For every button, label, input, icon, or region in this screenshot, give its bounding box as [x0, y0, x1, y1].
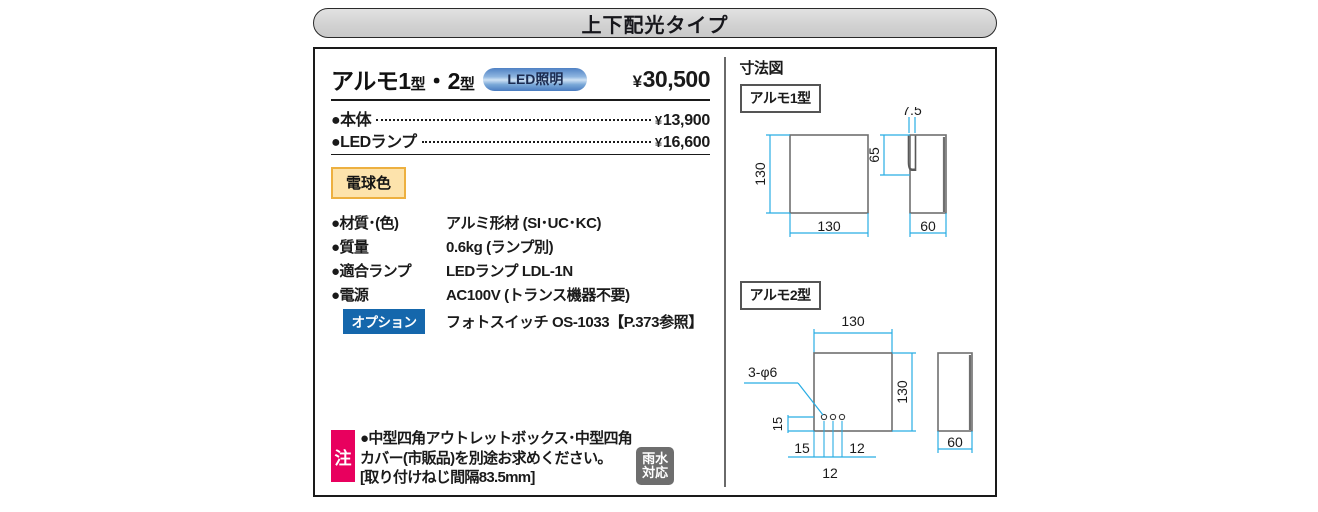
model2-dim-12-bottom: 12	[822, 465, 838, 481]
note-line-3: [取り付けねじ間隔83.5mm]	[360, 468, 535, 486]
price-row-lamp: ●LEDランプ ¥16,600	[331, 128, 710, 152]
led-lighting-badge: LED照明	[483, 67, 588, 91]
model2-left-offset-label: 15	[770, 417, 785, 431]
drawing-model-1: 130 130 7.5 65	[732, 107, 982, 277]
dimension-drawing-panel: 寸法図 アルモ1型 130 130	[726, 49, 996, 495]
spec-value: AC100V (トランス機器不要)	[446, 287, 630, 304]
product-title: アルモ1型・2型	[331, 62, 475, 96]
leader-dots	[376, 119, 651, 121]
spec-row: ●材質･(色) アルミ形材 (SI･UC･KC)	[331, 212, 710, 233]
spec-value: アルミ形材 (SI･UC･KC)	[446, 215, 602, 232]
model2-front-view-outline	[812, 352, 893, 432]
section-header-banner: 上下配光タイプ	[313, 8, 997, 38]
model2-hole	[820, 413, 827, 421]
product-title-row: アルモ1型・2型 LED照明 ¥30,500	[331, 62, 711, 96]
product-title-part2: ・2	[425, 68, 460, 94]
product-price: ¥30,500	[632, 65, 711, 93]
specification-panel: アルモ1型・2型 LED照明 ¥30,500 ●本体 ¥13,900 ●LEDラ…	[315, 49, 724, 495]
model2-side-view-outline	[936, 352, 973, 432]
note-badge: 注	[331, 430, 355, 483]
led-lighting-badge-label: LED照明	[507, 71, 564, 87]
rainwater-resistant-badge: 雨水 対応	[636, 447, 675, 485]
spec-row: ●適合ランプ LEDランプ LDL-1N	[331, 260, 710, 281]
price-row-lamp-amount: 16,600	[662, 134, 710, 151]
model2-height-label: 130	[894, 380, 910, 404]
note-line-1: ●中型四角アウトレットボックス･中型四角	[360, 430, 633, 448]
model2-hole	[838, 413, 845, 421]
spec-key: ●適合ランプ	[331, 263, 412, 280]
note-line-2: カバー(市販品)を別途お求めください。	[360, 449, 612, 467]
spec-key: ●電源	[331, 287, 369, 304]
option-badge: オプション	[343, 309, 425, 334]
spec-value: LEDランプ LDL-1N	[446, 263, 573, 280]
panel-divider	[724, 57, 726, 487]
lamp-color-badge: 電球色	[331, 167, 407, 199]
rainwater-badge-line-1: 雨水	[642, 451, 669, 467]
leader-dots	[421, 141, 651, 143]
spec-list: ●材質･(色) アルミ形材 (SI･UC･KC) ●質量 0.6kg (ランプ別…	[331, 212, 710, 334]
price-row-body-symbol: ¥	[654, 113, 662, 128]
model2-dim-12-right: 12	[849, 440, 865, 456]
section-header-title: 上下配光タイプ	[581, 14, 729, 37]
model2-width-label: 130	[841, 313, 865, 329]
note-block: 注 ●中型四角アウトレットボックス･中型四角 カバー(市販品)を別途お求めくださ…	[331, 429, 711, 487]
model2-hole-callout: 3-φ6	[748, 364, 778, 380]
model1-height-label: 130	[752, 162, 768, 186]
note-text: ●中型四角アウトレットボックス･中型四角 カバー(市販品)を別途お求めください。…	[360, 429, 633, 487]
product-title-part1: アルモ1	[331, 68, 411, 94]
price-divider-rule	[331, 154, 710, 155]
spec-value: 0.6kg (ランプ別)	[446, 239, 554, 256]
price-row-lamp-symbol: ¥	[654, 135, 662, 150]
product-title-suffix1: 型	[410, 76, 426, 93]
spec-key: ●質量	[331, 239, 369, 256]
model1-width-label: 130	[817, 218, 841, 234]
drawing-model-2-svg: 130 130 3-φ6 15	[743, 313, 973, 481]
spec-row: ●電源 AC100V (トランス機器不要)	[331, 284, 710, 305]
model1-front-view-outline	[788, 134, 869, 214]
product-title-suffix2: 型	[459, 76, 475, 93]
price-row-body-amount: 13,900	[662, 112, 710, 129]
title-divider-rule	[331, 99, 710, 101]
drawing-model-1-svg: 130 130 7.5 65	[752, 107, 947, 237]
spec-key: ●材質･(色)	[331, 215, 399, 232]
model1-side-width-label: 60	[920, 218, 936, 234]
product-card: アルモ1型・2型 LED照明 ¥30,500 ●本体 ¥13,900 ●LEDラ…	[313, 47, 997, 497]
model-tag-type2: アルモ2型	[739, 281, 821, 310]
model1-side-height-label: 65	[866, 147, 882, 163]
model-tag-type1: アルモ1型	[739, 84, 821, 113]
spec-row: ●質量 0.6kg (ランプ別)	[331, 236, 710, 257]
model1-slot-label: 7.5	[902, 107, 922, 118]
spec-row-option: オプション フォトスイッチ OS-1033【P.373参照】	[331, 309, 710, 334]
model2-hole	[829, 413, 836, 421]
dimension-drawing-caption: 寸法図	[739, 60, 784, 77]
price-row-body-value: ¥13,900	[655, 112, 710, 130]
option-value: フォトスイッチ OS-1033【P.373参照】	[446, 314, 703, 331]
model1-slot-outline	[907, 135, 916, 172]
model2-dim-15: 15	[794, 440, 810, 456]
price-amount: 30,500	[642, 65, 711, 92]
price-row-lamp-value: ¥16,600	[655, 134, 710, 152]
drawing-model-2: 130 130 3-φ6 15	[726, 311, 986, 491]
rainwater-badge-line-2: 対応	[642, 465, 669, 480]
price-row-body-label: ●本体	[331, 112, 372, 129]
price-row-lamp-label: ●LEDランプ	[331, 134, 417, 151]
price-row-body: ●本体 ¥13,900	[331, 106, 710, 130]
price-currency-symbol: ¥	[632, 71, 642, 91]
model2-side-width-label: 60	[947, 434, 963, 450]
